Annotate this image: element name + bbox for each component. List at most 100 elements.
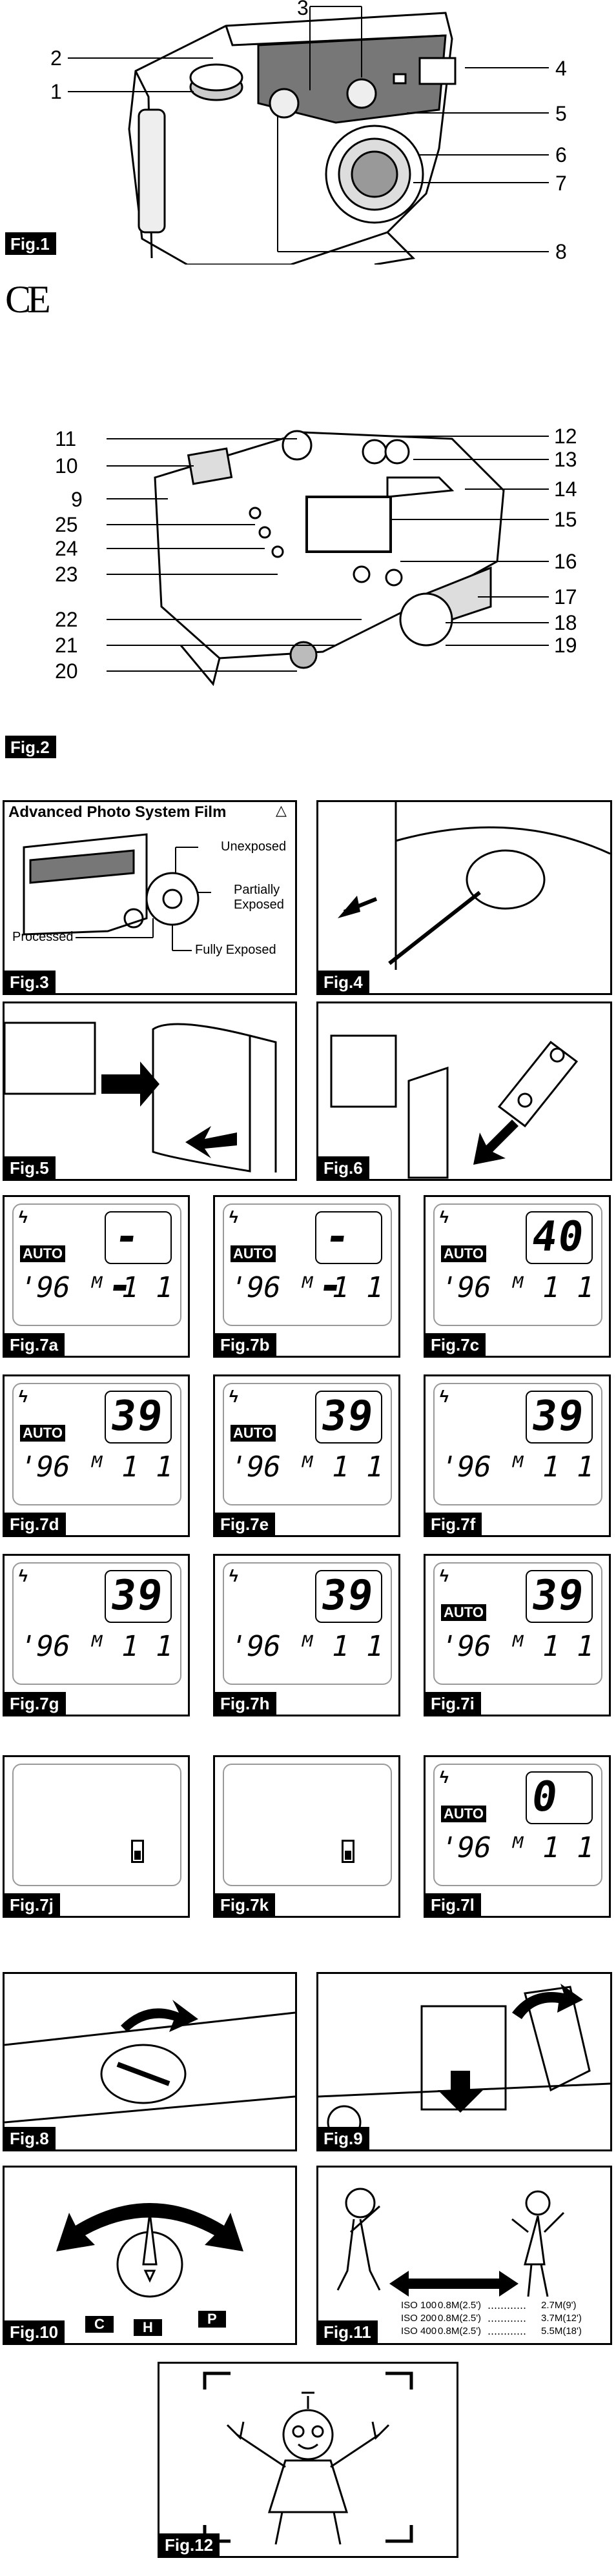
callout-5: 5 [555,102,567,125]
callout-12: 12 [554,425,577,448]
callout-23: 23 [55,563,78,586]
callout-16: 16 [554,550,577,573]
framing-drawing [203,2371,413,2545]
leader-dots: ‥‥‥‥‥‥ [488,2313,527,2324]
lcd-panel-label: Fig.7i [426,1692,481,1715]
flash-icon: ϟ [19,1566,28,1585]
leader-dots: ‥‥‥‥‥‥ [488,2326,527,2337]
lcd-frame [12,1764,181,1886]
flash-icon: ϟ [440,1566,449,1585]
lcd-panel-label: Fig.7f [426,1513,482,1535]
callout-15: 15 [554,508,577,531]
frame-counter: 39 [526,1570,593,1623]
date-display: '96 ᴹ 1 1 [225,1630,387,1663]
date-display: '96 ᴹ 1 1 [436,1630,597,1663]
auto-badge: AUTO [20,1245,65,1262]
date-display: '96 ᴹ 1 1 [436,1271,597,1304]
lcd-frame [433,1203,602,1326]
date-display: '96 ᴹ 1 1 [225,1451,387,1484]
flash-range-drawing [336,2188,565,2297]
callout-22: 22 [55,608,78,631]
callout-10: 10 [55,454,78,478]
flash-icon: ϟ [19,1387,28,1406]
auto-badge: AUTO [441,1806,486,1822]
flash-icon: ϟ [229,1207,238,1227]
date-display: '96 ᴹ 1 1 [436,1831,597,1864]
counter-digits: 39 [528,1393,588,1440]
lcd-frame [223,1764,392,1886]
mode-h: H [134,2319,162,2336]
lcd-frame [223,1562,392,1685]
far-distance: 2.7M(9') [541,2300,577,2311]
mode-selector-drawing [56,2203,243,2298]
date-display: '96 ᴹ 1 1 [15,1271,176,1304]
fig3-label: Fig.3 [5,971,56,993]
camera-back-drawing [107,430,549,687]
lcd-panel-label: Fig.7d [5,1513,66,1535]
iso-label: ISO 200 [401,2313,437,2324]
battery-icon [342,1840,354,1863]
fig3-panel: Advanced Photo System Film △ Unexposed P… [3,800,297,995]
iso-label: ISO 100 [401,2300,437,2311]
frame-counter: 39 [105,1391,172,1444]
lcd-frame [223,1203,392,1326]
lcd-panel-label: Fig.7a [5,1333,65,1356]
frame-counter: - - [314,1211,382,1310]
lcd-panel-label: Fig.7b [215,1333,276,1356]
fig6-panel: Fig.6 [316,1001,612,1181]
frame-counter: 39 [315,1391,382,1444]
counter-digits: 39 [107,1393,167,1440]
far-distance: 3.7M(12') [541,2313,582,2324]
fig1-label: Fig.1 [5,232,56,255]
fig5-label: Fig.5 [5,1156,56,1179]
flash-icon: ϟ [229,1387,238,1406]
fig9-label: Fig.9 [318,2127,369,2149]
mode-c: C [85,2316,114,2333]
lcd-panel-label: Fig.7l [426,1893,481,1916]
callout-11: 11 [55,427,77,450]
callout-6: 6 [555,143,567,166]
leader-dots: ‥‥‥‥‥‥ [488,2300,527,2311]
lcd-panel-label: Fig.7j [5,1893,60,1916]
iso-label: ISO 400 [401,2326,437,2337]
fig8-label: Fig.8 [5,2127,56,2149]
fig11-label: Fig.11 [318,2320,378,2343]
fig12-panel: Fig.12 [158,2362,458,2558]
near-distance: 0.8M(2.5') [438,2313,482,2324]
lcd-panel-label: Fig.7g [5,1692,66,1715]
film-load-drawing [318,1984,610,2140]
film-cartridge-drawing [23,833,211,951]
lcd-panel-label: Fig.7h [215,1692,276,1715]
flash-icon: ϟ [440,1387,449,1406]
frame-counter: - - [104,1211,172,1310]
label-unexposed: Unexposed [221,840,287,854]
label-partially: Partially [234,883,280,897]
frame-counter: 39 [526,1391,593,1444]
callout-18: 18 [554,611,577,634]
counter-digits: 40 [528,1213,588,1261]
fig6-label: Fig.6 [318,1156,369,1179]
battery-door-drawing [5,1021,277,1172]
callout-7: 7 [555,172,567,195]
callout-1: 1 [50,80,62,103]
callout-24: 24 [55,537,78,560]
label-processed: Processed [12,930,74,944]
lcd-panel-label: Fig.7c [426,1333,486,1356]
lcd-panel: Fig.7j [3,1755,190,1918]
date-display: '96 ᴹ 1 1 [15,1451,176,1484]
fig1-illustration: 1 2 3 4 5 6 7 8 [0,0,616,266]
callout-9: 9 [71,488,83,511]
fig2-label: Fig.2 [5,736,56,758]
date-display: '96 ᴹ 1 1 [15,1630,176,1663]
callout-17: 17 [554,585,577,609]
battery-cover-drawing [5,2000,295,2124]
frame-counter: 0 [526,1771,593,1824]
